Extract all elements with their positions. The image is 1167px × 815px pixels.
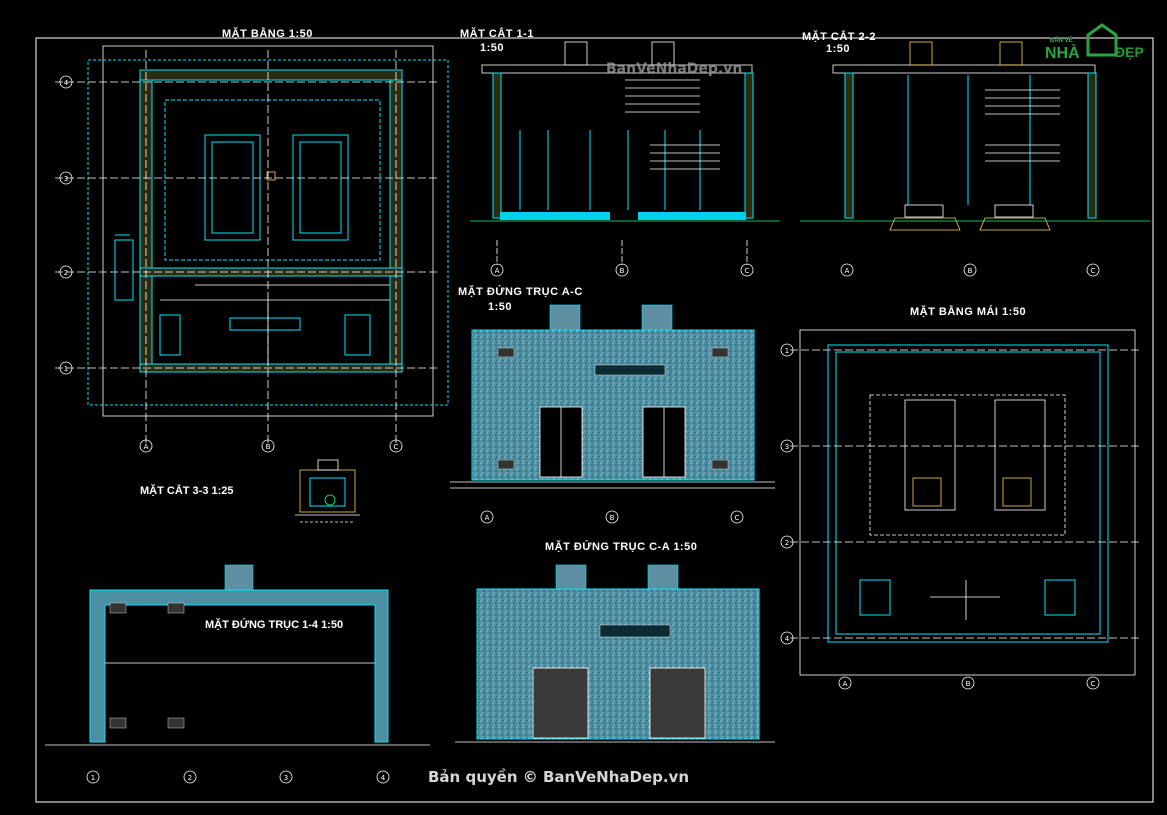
svg-text:2: 2 — [188, 774, 192, 782]
section-3-3: MẶT CẮT 3-3 1:25 — [140, 459, 360, 523]
elevation-a-c-scale: 1:50 — [488, 301, 512, 313]
section-1-1-scale: 1:50 — [480, 42, 504, 54]
svg-text:B: B — [266, 443, 271, 451]
elevation-c-a: MẶT ĐỨNG TRỤC C-A 1:50 — [455, 540, 775, 743]
svg-text:1: 1 — [785, 347, 789, 355]
svg-text:C: C — [394, 443, 399, 451]
svg-text:A: A — [495, 267, 500, 275]
watermark: BanVeNhaDep.vn — [606, 61, 742, 77]
elevation-a-c-title: MẶT ĐỨNG TRỤC A-C — [458, 285, 583, 298]
svg-text:3: 3 — [64, 175, 68, 183]
svg-text:C: C — [1091, 267, 1096, 275]
elevation-1-4: MẶT ĐỨNG TRỤC 1-4 1:50 1 2 3 4 — [45, 564, 430, 784]
roof-plan: MẶT BẰNG MÁI 1:50 1 3 2 4 A B C — [780, 305, 1140, 690]
svg-text:C: C — [745, 267, 750, 275]
svg-text:2: 2 — [64, 269, 68, 277]
svg-text:4: 4 — [785, 635, 790, 643]
site-logo: BẢN VẼ NHÀ ĐẸP — [1045, 23, 1144, 62]
svg-text:NHÀ: NHÀ — [1045, 43, 1080, 62]
floor-plan: MẶT BẰNG 1:50 A B C 4 — [55, 27, 449, 453]
svg-text:1: 1 — [64, 365, 68, 373]
svg-text:2: 2 — [785, 539, 789, 547]
svg-text:B: B — [620, 267, 625, 275]
svg-text:4: 4 — [381, 774, 386, 782]
section-1-1-title: MẶT CẮT 1-1 — [460, 27, 534, 40]
section-2-2-scale: 1:50 — [826, 43, 850, 55]
elevation-1-4-frame — [89, 589, 389, 743]
svg-text:3: 3 — [785, 443, 789, 451]
copyright-text: Bản quyền © BanVeNhaDep.vn — [428, 767, 689, 786]
svg-text:BẢN VẼ: BẢN VẼ — [1050, 37, 1073, 44]
section-1-1: MẶT CẮT 1-1 1:50 A B C — [460, 27, 780, 277]
svg-text:A: A — [485, 514, 490, 522]
svg-text:3: 3 — [284, 774, 288, 782]
svg-text:ĐẸP: ĐẸP — [1115, 44, 1144, 60]
svg-text:B: B — [610, 514, 615, 522]
svg-text:B: B — [966, 680, 971, 688]
svg-text:1: 1 — [91, 774, 95, 782]
roof-plan-title: MẶT BẰNG MÁI 1:50 — [910, 305, 1026, 318]
elevation-c-a-title: MẶT ĐỨNG TRỤC C-A 1:50 — [545, 540, 697, 553]
svg-text:A: A — [845, 267, 850, 275]
sheet-border — [35, 37, 1154, 803]
section-3-3-title: MẶT CẮT 3-3 1:25 — [140, 484, 234, 497]
svg-text:4: 4 — [64, 79, 69, 87]
svg-text:B: B — [968, 267, 973, 275]
svg-text:A: A — [144, 443, 149, 451]
elevation-1-4-title: MẶT ĐỨNG TRỤC 1-4 1:50 — [205, 618, 343, 631]
section-2-2: MẶT CẮT 2-2 1:50 A B C — [800, 30, 1150, 277]
svg-text:C: C — [735, 514, 740, 522]
svg-text:A: A — [843, 680, 848, 688]
plan-title: MẶT BẰNG 1:50 — [222, 27, 313, 40]
section-2-2-title: MẶT CẮT 2-2 — [802, 30, 876, 43]
svg-text:C: C — [1091, 680, 1096, 688]
elevation-a-c: MẶT ĐỨNG TRỤC A-C 1:50 A B C — [450, 285, 775, 524]
